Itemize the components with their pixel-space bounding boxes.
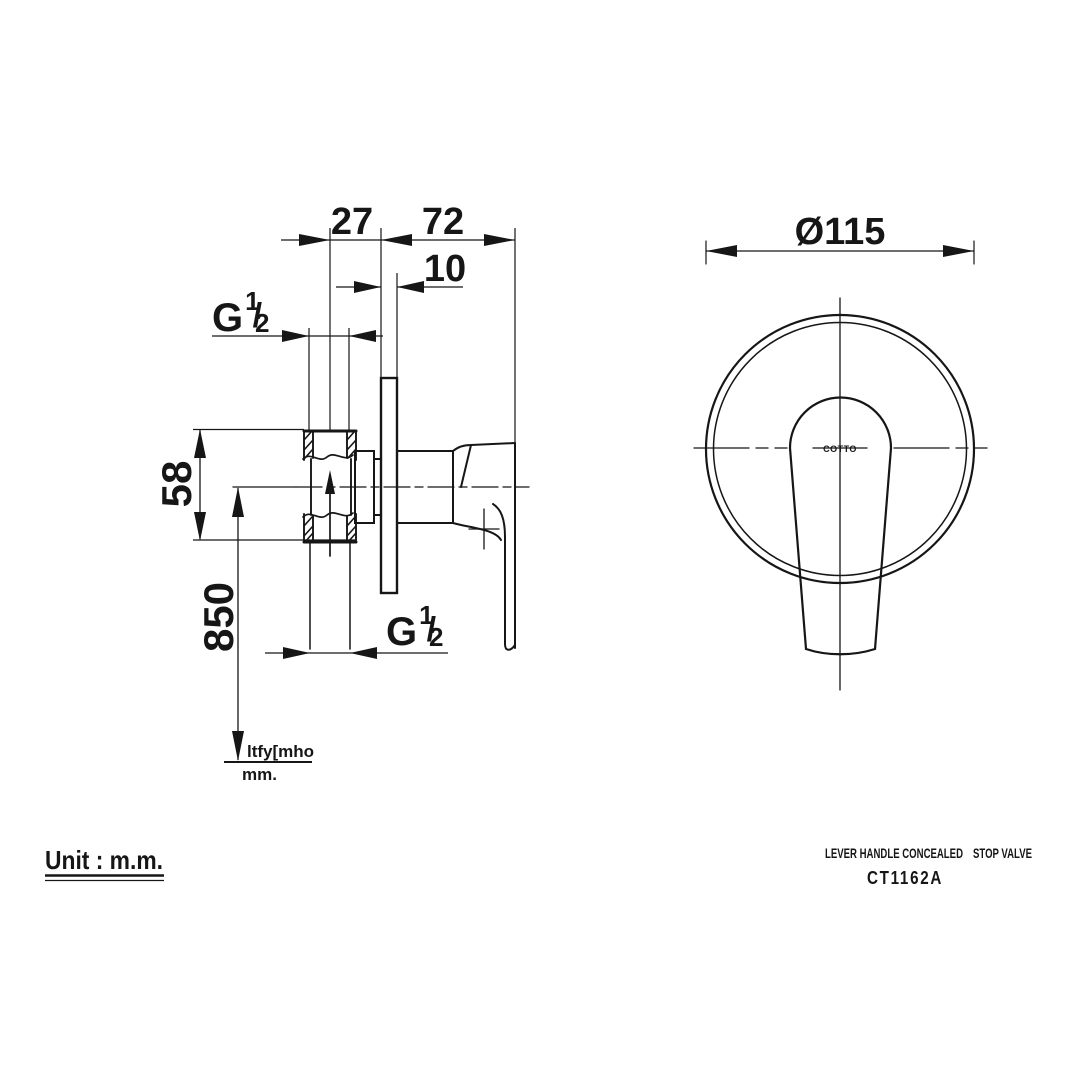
section-hatching [303, 430, 357, 543]
thread-size-bottom-label: G1/2 [386, 600, 444, 654]
product-title-part2: STOP VALVE [973, 845, 1032, 861]
side-view [232, 376, 530, 651]
wall-plate-side [379, 376, 399, 595]
brand-logo: COTTO [823, 444, 857, 454]
diameter-dimension [705, 240, 975, 265]
dim-10-label: 10 [424, 248, 466, 290]
dim-diameter-label: Ø115 [795, 211, 886, 253]
dim-850-label: 850 [195, 582, 242, 652]
dim-72-label: 72 [422, 201, 464, 243]
thread-size-top-label: G1/2 [212, 286, 270, 340]
front-view [693, 240, 988, 691]
supply-pipe-lines [309, 541, 351, 650]
handle-front [788, 396, 893, 656]
floor-note-line1: ltfy[mho [247, 742, 314, 761]
flow-arrow [325, 470, 335, 557]
side-dimensions [193, 228, 516, 763]
dim-58-label: 58 [153, 461, 200, 508]
unit-label: Unit : m.m. [45, 845, 163, 875]
footer: Unit : m.m. LEVER HANDLE CONCEALED STOP … [45, 845, 1032, 888]
floor-note-line2: mm. [242, 765, 277, 784]
handle-side [396, 442, 516, 651]
dim-27-label: 27 [331, 201, 373, 243]
model-code: CT1162A [867, 868, 943, 888]
product-title-part1: LEVER HANDLE CONCEALED [825, 845, 963, 861]
